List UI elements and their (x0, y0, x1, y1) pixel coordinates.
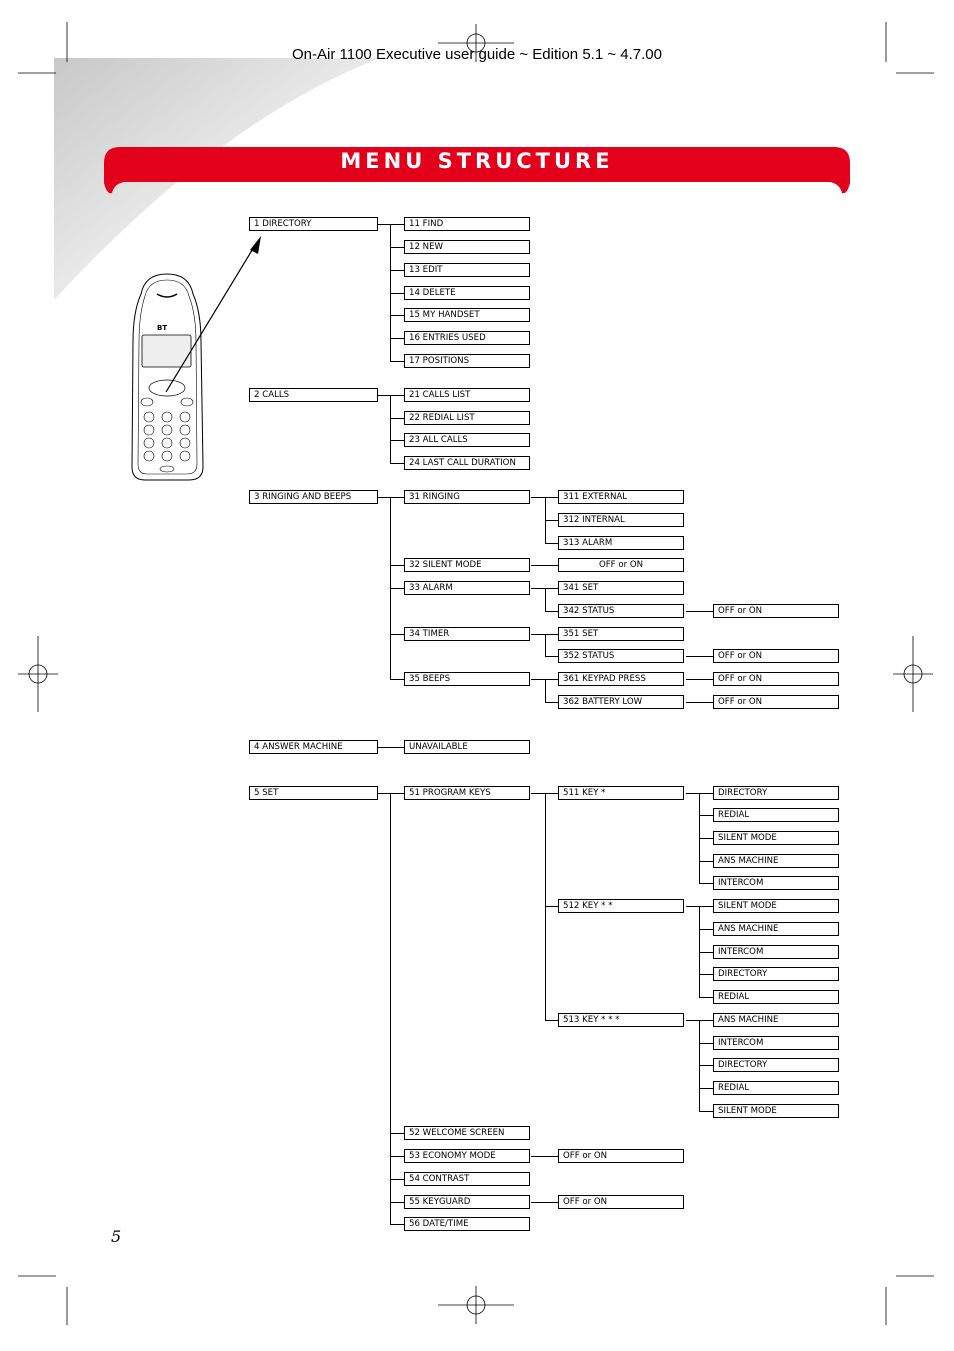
answer-machine-value: UNAVAILABLE (404, 740, 530, 754)
document-header: On-Air 1100 Executive user guide ~ Editi… (292, 46, 662, 63)
handset-brand: BT (157, 324, 167, 332)
alarm-status-value: OFF or ON (713, 604, 839, 618)
menu-item-54: 54 CONTRAST (404, 1172, 530, 1186)
menu-item-342: 342 STATUS (558, 604, 684, 618)
menu-item-51: 51 PROGRAM KEYS (404, 786, 530, 800)
timer-status-value: OFF or ON (713, 649, 839, 663)
menu-item-511: 511 KEY * (558, 786, 684, 800)
menu-item-341: 341 SET (558, 581, 684, 595)
key3-option: ANS MACHINE (713, 1013, 839, 1027)
handset-illustration: BT (131, 273, 204, 481)
keyguard-value: OFF or ON (558, 1195, 684, 1209)
menu-item-15: 15 MY HANDSET (404, 308, 530, 322)
menu-item-313: 313 ALARM (558, 536, 684, 550)
key2-option: DIRECTORY (713, 967, 839, 981)
key1-option: ANS MACHINE (713, 854, 839, 868)
menu-item-361: 361 KEYPAD PRESS (558, 672, 684, 686)
menu-item-12: 12 NEW (404, 240, 530, 254)
battery-low-value: OFF or ON (713, 695, 839, 709)
key2-option: SILENT MODE (713, 899, 839, 913)
menu-calls: 2 CALLS (249, 388, 378, 402)
corner-gradient (54, 58, 380, 300)
menu-ringing-beeps: 3 RINGING AND BEEPS (249, 490, 378, 504)
menu-item-362: 362 BATTERY LOW (558, 695, 684, 709)
menu-item-351: 351 SET (558, 627, 684, 641)
menu-item-33: 33 ALARM (404, 581, 530, 595)
silent-mode-value: OFF or ON (558, 558, 684, 572)
key1-option: REDIAL (713, 808, 839, 822)
menu-answer-machine: 4 ANSWER MACHINE (249, 740, 378, 754)
menu-item-34: 34 TIMER (404, 627, 530, 641)
title-banner (104, 147, 850, 194)
key2-option: REDIAL (713, 990, 839, 1004)
key2-option: INTERCOM (713, 945, 839, 959)
menu-item-513: 513 KEY * * * (558, 1013, 684, 1027)
menu-item-24: 24 LAST CALL DURATION (404, 456, 530, 470)
key1-option: SILENT MODE (713, 831, 839, 845)
menu-item-311: 311 EXTERNAL (558, 490, 684, 504)
key1-option: INTERCOM (713, 876, 839, 890)
menu-item-53: 53 ECONOMY MODE (404, 1149, 530, 1163)
key3-option: DIRECTORY (713, 1058, 839, 1072)
key2-option: ANS MACHINE (713, 922, 839, 936)
menu-item-16: 16 ENTRIES USED (404, 331, 530, 345)
page-number: 5 (111, 1227, 122, 1246)
menu-item-352: 352 STATUS (558, 649, 684, 663)
section-title: MENU STRUCTURE (340, 149, 614, 173)
menu-item-55: 55 KEYGUARD (404, 1195, 530, 1209)
menu-set: 5 SET (249, 786, 378, 800)
key3-option: INTERCOM (713, 1036, 839, 1050)
key1-option: DIRECTORY (713, 786, 839, 800)
crop-marks (18, 22, 934, 1325)
economy-mode-value: OFF or ON (558, 1149, 684, 1163)
menu-item-52: 52 WELCOME SCREEN (404, 1126, 530, 1140)
menu-item-23: 23 ALL CALLS (404, 433, 530, 447)
pointer-arrow (165, 236, 261, 393)
keypad-press-value: OFF or ON (713, 672, 839, 686)
menu-item-21: 21 CALLS LIST (404, 388, 530, 402)
menu-item-11: 11 FIND (404, 217, 530, 231)
menu-item-17: 17 POSITIONS (404, 354, 530, 368)
key3-option: SILENT MODE (713, 1104, 839, 1118)
menu-item-312: 312 INTERNAL (558, 513, 684, 527)
menu-item-56: 56 DATE/TIME (404, 1217, 530, 1231)
menu-item-14: 14 DELETE (404, 286, 530, 300)
menu-item-13: 13 EDIT (404, 263, 530, 277)
menu-item-512: 512 KEY * * (558, 899, 684, 913)
menu-item-31: 31 RINGING (404, 490, 530, 504)
menu-item-32: 32 SILENT MODE (404, 558, 530, 572)
key3-option: REDIAL (713, 1081, 839, 1095)
menu-item-35: 35 BEEPS (404, 672, 530, 686)
menu-directory: 1 DIRECTORY (249, 217, 378, 231)
menu-item-22: 22 REDIAL LIST (404, 411, 530, 425)
